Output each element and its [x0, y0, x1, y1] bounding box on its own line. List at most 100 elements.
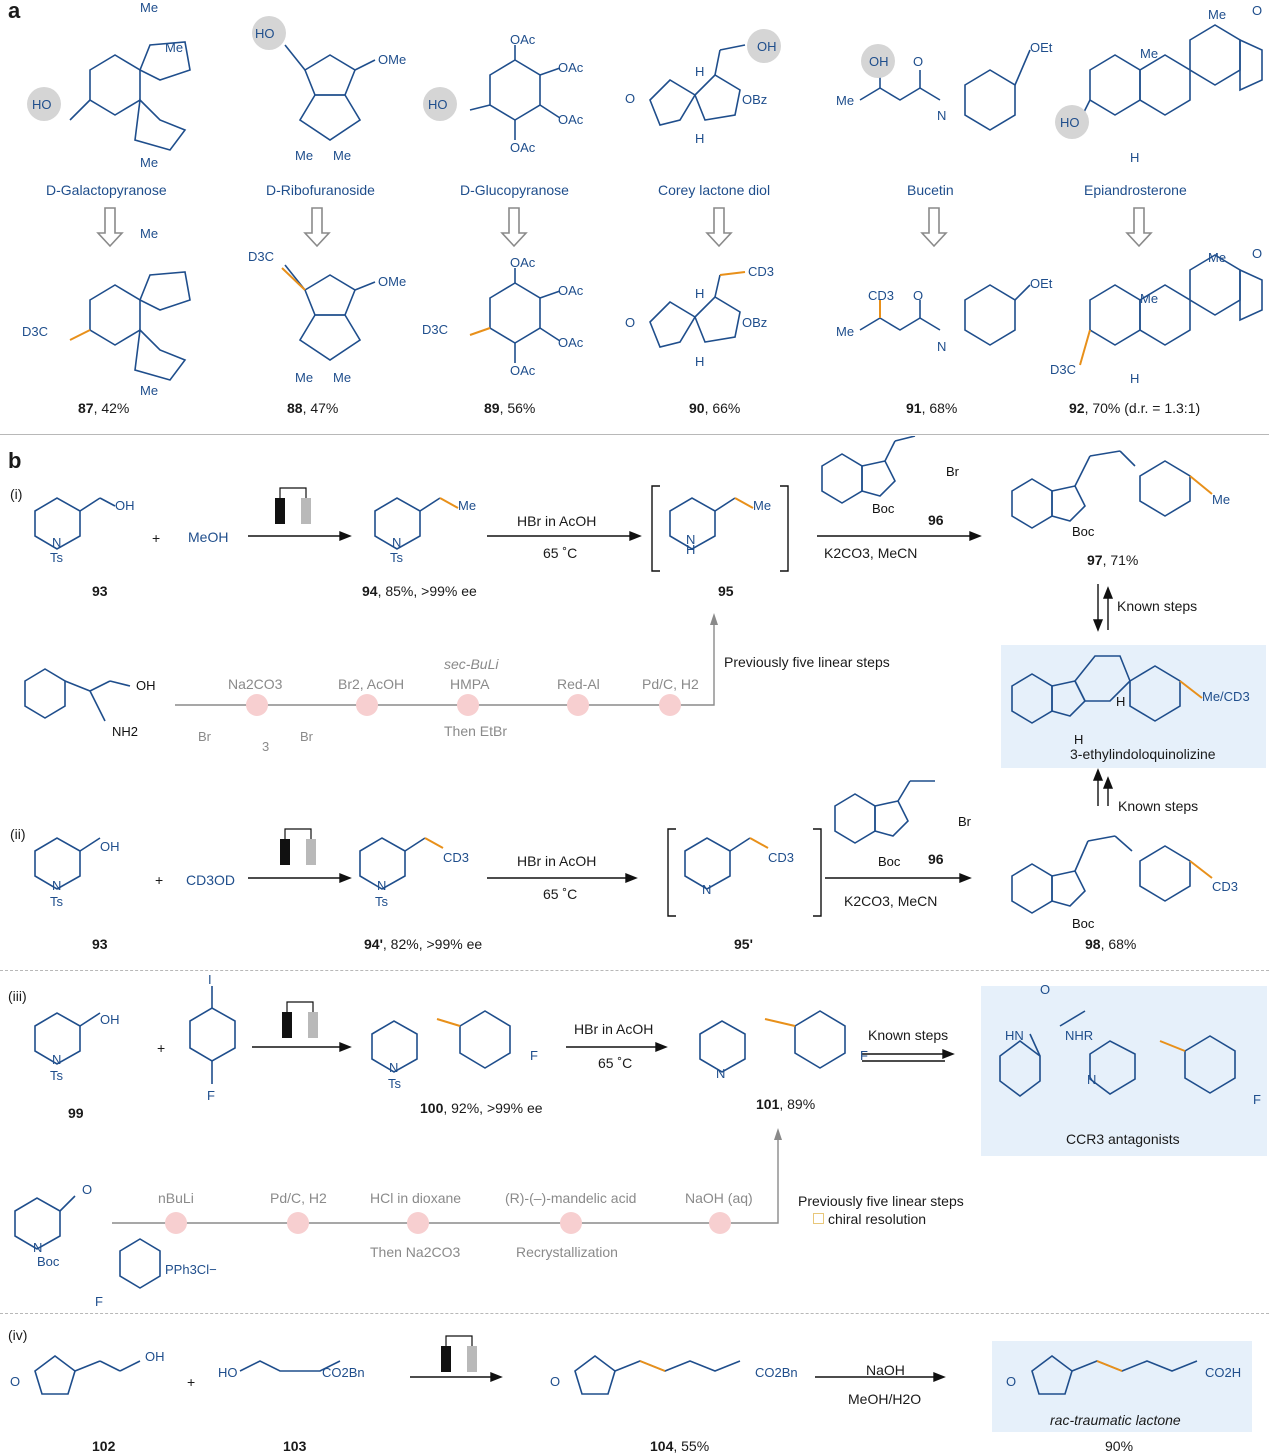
- svg-text:OH: OH: [100, 1012, 120, 1027]
- yield-traumatic-lactone: 90%: [1105, 1438, 1134, 1454]
- svg-text:N: N: [716, 1066, 725, 1081]
- svg-text:N: N: [33, 1240, 42, 1255]
- compound-94: 94, 85%, >99% ee: [362, 583, 477, 599]
- svg-text:CD3: CD3: [768, 850, 794, 865]
- caption-epiandrosterone: Epiandrosterone: [1084, 182, 1187, 198]
- cond-hbr-iii: HBr in AcOH: [574, 1021, 654, 1037]
- svg-text:F: F: [95, 1294, 103, 1309]
- target-box-ccr3: [981, 986, 1267, 1156]
- compound-97: 97, 71%: [1087, 552, 1139, 568]
- route-iv-tag: (iv): [8, 1327, 28, 1343]
- svg-text:Br: Br: [958, 814, 972, 829]
- panel-label-b: b: [8, 448, 22, 473]
- svg-text:H: H: [695, 354, 704, 369]
- svg-text:O: O: [625, 315, 635, 330]
- old-step-secbuli: sec-BuLi: [444, 656, 499, 672]
- svg-text:OBz: OBz: [742, 315, 767, 330]
- electrolysis-icons: [275, 487, 477, 1372]
- svg-text:HO: HO: [1060, 115, 1080, 130]
- svg-text:3: 3: [262, 739, 269, 754]
- compound-96-ii: 96: [928, 851, 944, 867]
- compound-94-prime: 94', 82%, >99% ee: [364, 936, 483, 952]
- svg-text:D3C: D3C: [22, 324, 48, 339]
- svg-text:HO: HO: [218, 1365, 238, 1380]
- svg-text:Me: Me: [753, 498, 771, 513]
- caption-galactopyranose: D-Galactopyranose: [46, 182, 167, 198]
- cond-hbr-i: HBr in AcOH: [517, 513, 597, 529]
- svg-text:F: F: [207, 1088, 215, 1103]
- panel-a-structures: HO HO HO OH OH HO OMe OMe OAc OAc OAc OA…: [22, 0, 1263, 398]
- old-step-na2co3: Na2CO3: [228, 676, 283, 692]
- compound-93-ii: 93: [92, 936, 108, 952]
- svg-text:Ts: Ts: [390, 550, 404, 565]
- compound-95: 95: [718, 583, 734, 599]
- old-step-hcl: HCl in dioxane: [370, 1190, 462, 1206]
- svg-text:O: O: [1040, 982, 1050, 997]
- svg-text:OH: OH: [757, 39, 777, 54]
- svg-text:HO: HO: [255, 26, 275, 41]
- svg-text:CD3: CD3: [1212, 879, 1238, 894]
- old-step-mandelic: (R)-(–)-mandelic acid: [505, 1190, 637, 1206]
- svg-text:N: N: [52, 535, 61, 550]
- reagent-meoh: MeOH: [188, 529, 229, 545]
- svg-text:H: H: [1130, 371, 1139, 386]
- svg-text:Boc: Boc: [1072, 916, 1095, 931]
- previous-steps-iii: Previously five linear steps: [798, 1193, 964, 1209]
- svg-text:Ts: Ts: [50, 550, 64, 565]
- old-step-redal: Red-Al: [557, 676, 600, 692]
- svg-text:Me: Me: [1208, 250, 1226, 265]
- svg-text:CO2Bn: CO2Bn: [322, 1365, 365, 1380]
- caption-ribofuranoside: D-Ribofuranoside: [266, 182, 375, 198]
- svg-text:H: H: [1130, 150, 1139, 165]
- svg-text:Ts: Ts: [375, 894, 389, 909]
- target-box-indoloquinolizine: [1001, 645, 1266, 768]
- old-step-pdc-iii: Pd/C, H2: [270, 1190, 327, 1206]
- known-steps-i: Known steps: [1117, 598, 1198, 614]
- svg-text:N: N: [377, 878, 386, 893]
- svg-text:Me: Me: [1140, 46, 1158, 61]
- cond-temp-ii: 65 ˚C: [543, 886, 578, 902]
- svg-text:Me: Me: [295, 370, 313, 385]
- svg-text:O: O: [1006, 1374, 1016, 1389]
- compound-100: 100, 92%, >99% ee: [420, 1100, 543, 1116]
- caption-glucopyranose: D-Glucopyranose: [460, 182, 569, 198]
- svg-text:H: H: [1116, 694, 1125, 709]
- known-steps-iii: Known steps: [868, 1027, 949, 1043]
- yield-90: 90, 66%: [689, 400, 741, 416]
- old-step-recrystallization: Recrystallization: [516, 1244, 618, 1260]
- svg-text:D3C: D3C: [1050, 362, 1076, 377]
- svg-text:OH: OH: [136, 678, 156, 693]
- old-step-na2co3-iii: Then Na2CO3: [370, 1244, 461, 1260]
- ho-label: HO: [32, 97, 52, 112]
- svg-text:OMe: OMe: [378, 274, 406, 289]
- svg-text:N: N: [1087, 1072, 1096, 1087]
- svg-text:D3C: D3C: [248, 249, 274, 264]
- svg-text:Me: Me: [1140, 291, 1158, 306]
- svg-text:NHR: NHR: [1065, 1028, 1093, 1043]
- yield-91: 91, 68%: [906, 400, 958, 416]
- svg-text:Me: Me: [140, 0, 158, 15]
- svg-text:Me: Me: [333, 148, 351, 163]
- svg-text:N: N: [702, 882, 711, 897]
- reagent-cd3od: CD3OD: [186, 872, 236, 888]
- svg-text:OAc: OAc: [558, 112, 584, 127]
- svg-text:F: F: [1253, 1092, 1261, 1107]
- svg-text:N: N: [937, 339, 946, 354]
- svg-text:CD3: CD3: [443, 850, 469, 865]
- svg-text:I: I: [208, 972, 212, 987]
- target-indoloquinolizine: 3-ethylindoloquinolizine: [1070, 746, 1216, 762]
- yield-89: 89, 56%: [484, 400, 536, 416]
- caption-bucetin: Bucetin: [907, 182, 954, 198]
- svg-text:OAc: OAc: [510, 140, 536, 155]
- compound-95-prime: 95': [734, 936, 753, 952]
- svg-text:Me: Me: [333, 370, 351, 385]
- panel-b-structures: OH N Ts Me N Ts Me H N Me Me/CD3 CD3 CD3…: [10, 436, 1261, 1395]
- svg-text:O: O: [82, 1182, 92, 1197]
- svg-text:O: O: [625, 91, 635, 106]
- old-step-naoh: NaOH (aq): [685, 1190, 753, 1206]
- compound-102: 102: [92, 1438, 116, 1454]
- svg-text:Me: Me: [458, 498, 476, 513]
- svg-text:Ts: Ts: [388, 1076, 402, 1091]
- svg-text:OAc: OAc: [510, 255, 536, 270]
- svg-text:Me: Me: [836, 324, 854, 339]
